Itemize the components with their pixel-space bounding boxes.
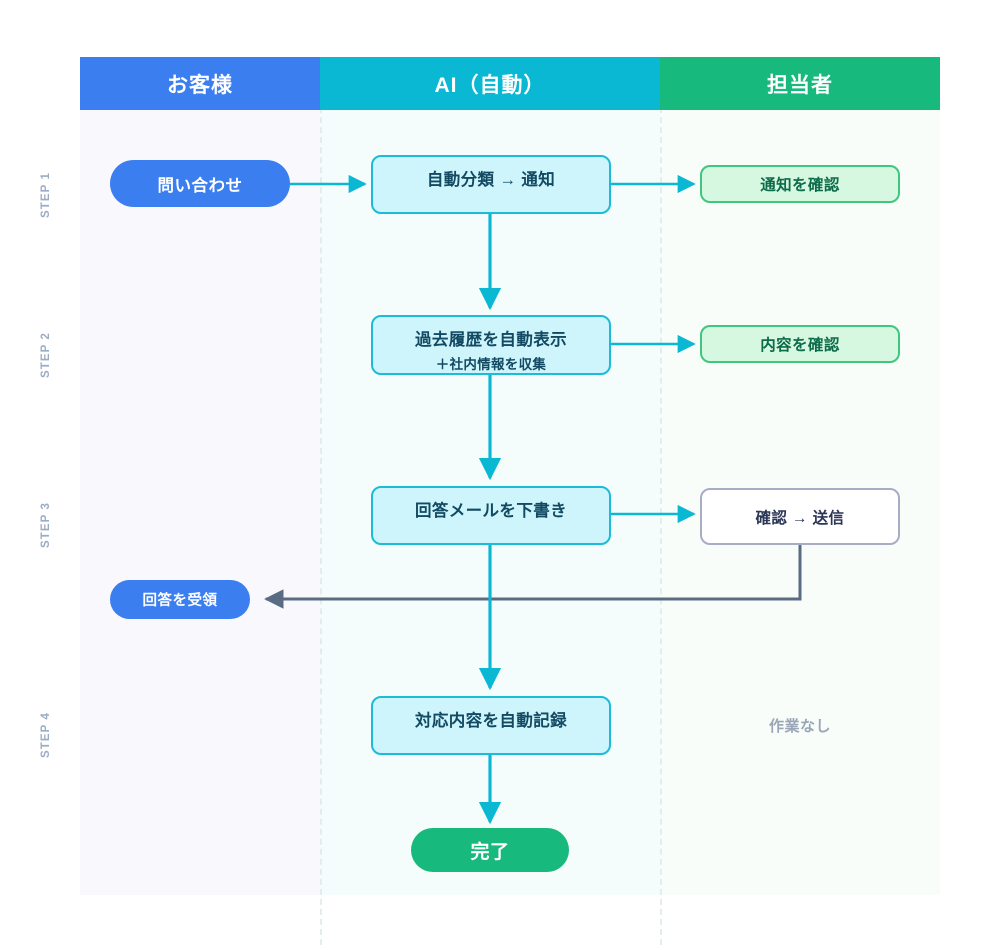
node-draft-mail-label: 回答メールを下書き bbox=[414, 502, 568, 520]
node-done-label: 完了 bbox=[470, 841, 510, 863]
node-history[interactable]: 過去履歴を自動表示 ＋社内情報を収集 bbox=[371, 315, 611, 375]
node-no-task: 作業なし bbox=[700, 706, 900, 744]
lane-header-staff: 担当者 bbox=[660, 57, 940, 110]
node-inquiry[interactable]: 問い合わせ bbox=[110, 160, 290, 207]
node-check-content[interactable]: 内容を確認 bbox=[700, 325, 900, 363]
lane-background-customer bbox=[80, 110, 320, 895]
node-inquiry-label: 問い合わせ bbox=[157, 176, 243, 195]
node-check-notice[interactable]: 通知を確認 bbox=[700, 165, 900, 203]
node-auto-record[interactable]: 対応内容を自動記録 bbox=[371, 696, 611, 755]
node-draft-mail[interactable]: 回答メールを下書き bbox=[371, 486, 611, 545]
lane-header-customer-label: お客様 bbox=[167, 73, 233, 97]
node-done[interactable]: 完了 bbox=[411, 828, 569, 872]
node-auto-record-label: 対応内容を自動記録 bbox=[414, 712, 568, 730]
connector-confirm-send-to-receive-answer bbox=[264, 545, 802, 609]
node-history-sublabel: ＋社内情報を収集 bbox=[435, 357, 547, 372]
node-confirm-send-label: 確認 → 送信 bbox=[755, 509, 845, 527]
node-auto-classify[interactable]: 自動分類 → 通知 bbox=[371, 155, 611, 214]
lane-header-ai: AI（自動） bbox=[320, 57, 660, 110]
lane-header-customer: お客様 bbox=[80, 57, 320, 110]
node-auto-classify-label: 自動分類 → 通知 bbox=[426, 171, 556, 189]
lane-divider-1 bbox=[320, 57, 322, 945]
node-receive-answer[interactable]: 回答を受領 bbox=[110, 580, 250, 619]
node-no-task-label: 作業なし bbox=[768, 717, 831, 735]
node-check-notice-label: 通知を確認 bbox=[760, 177, 840, 194]
lane-header-staff-label: 担当者 bbox=[767, 73, 833, 97]
node-check-content-label: 内容を確認 bbox=[760, 337, 840, 354]
node-confirm-send[interactable]: 確認 → 送信 bbox=[700, 488, 900, 545]
lane-header-ai-label: AI（自動） bbox=[434, 73, 546, 97]
node-receive-answer-label: 回答を受領 bbox=[142, 593, 218, 609]
lane-divider-2 bbox=[660, 57, 662, 945]
node-history-label: 過去履歴を自動表示 bbox=[414, 331, 568, 349]
